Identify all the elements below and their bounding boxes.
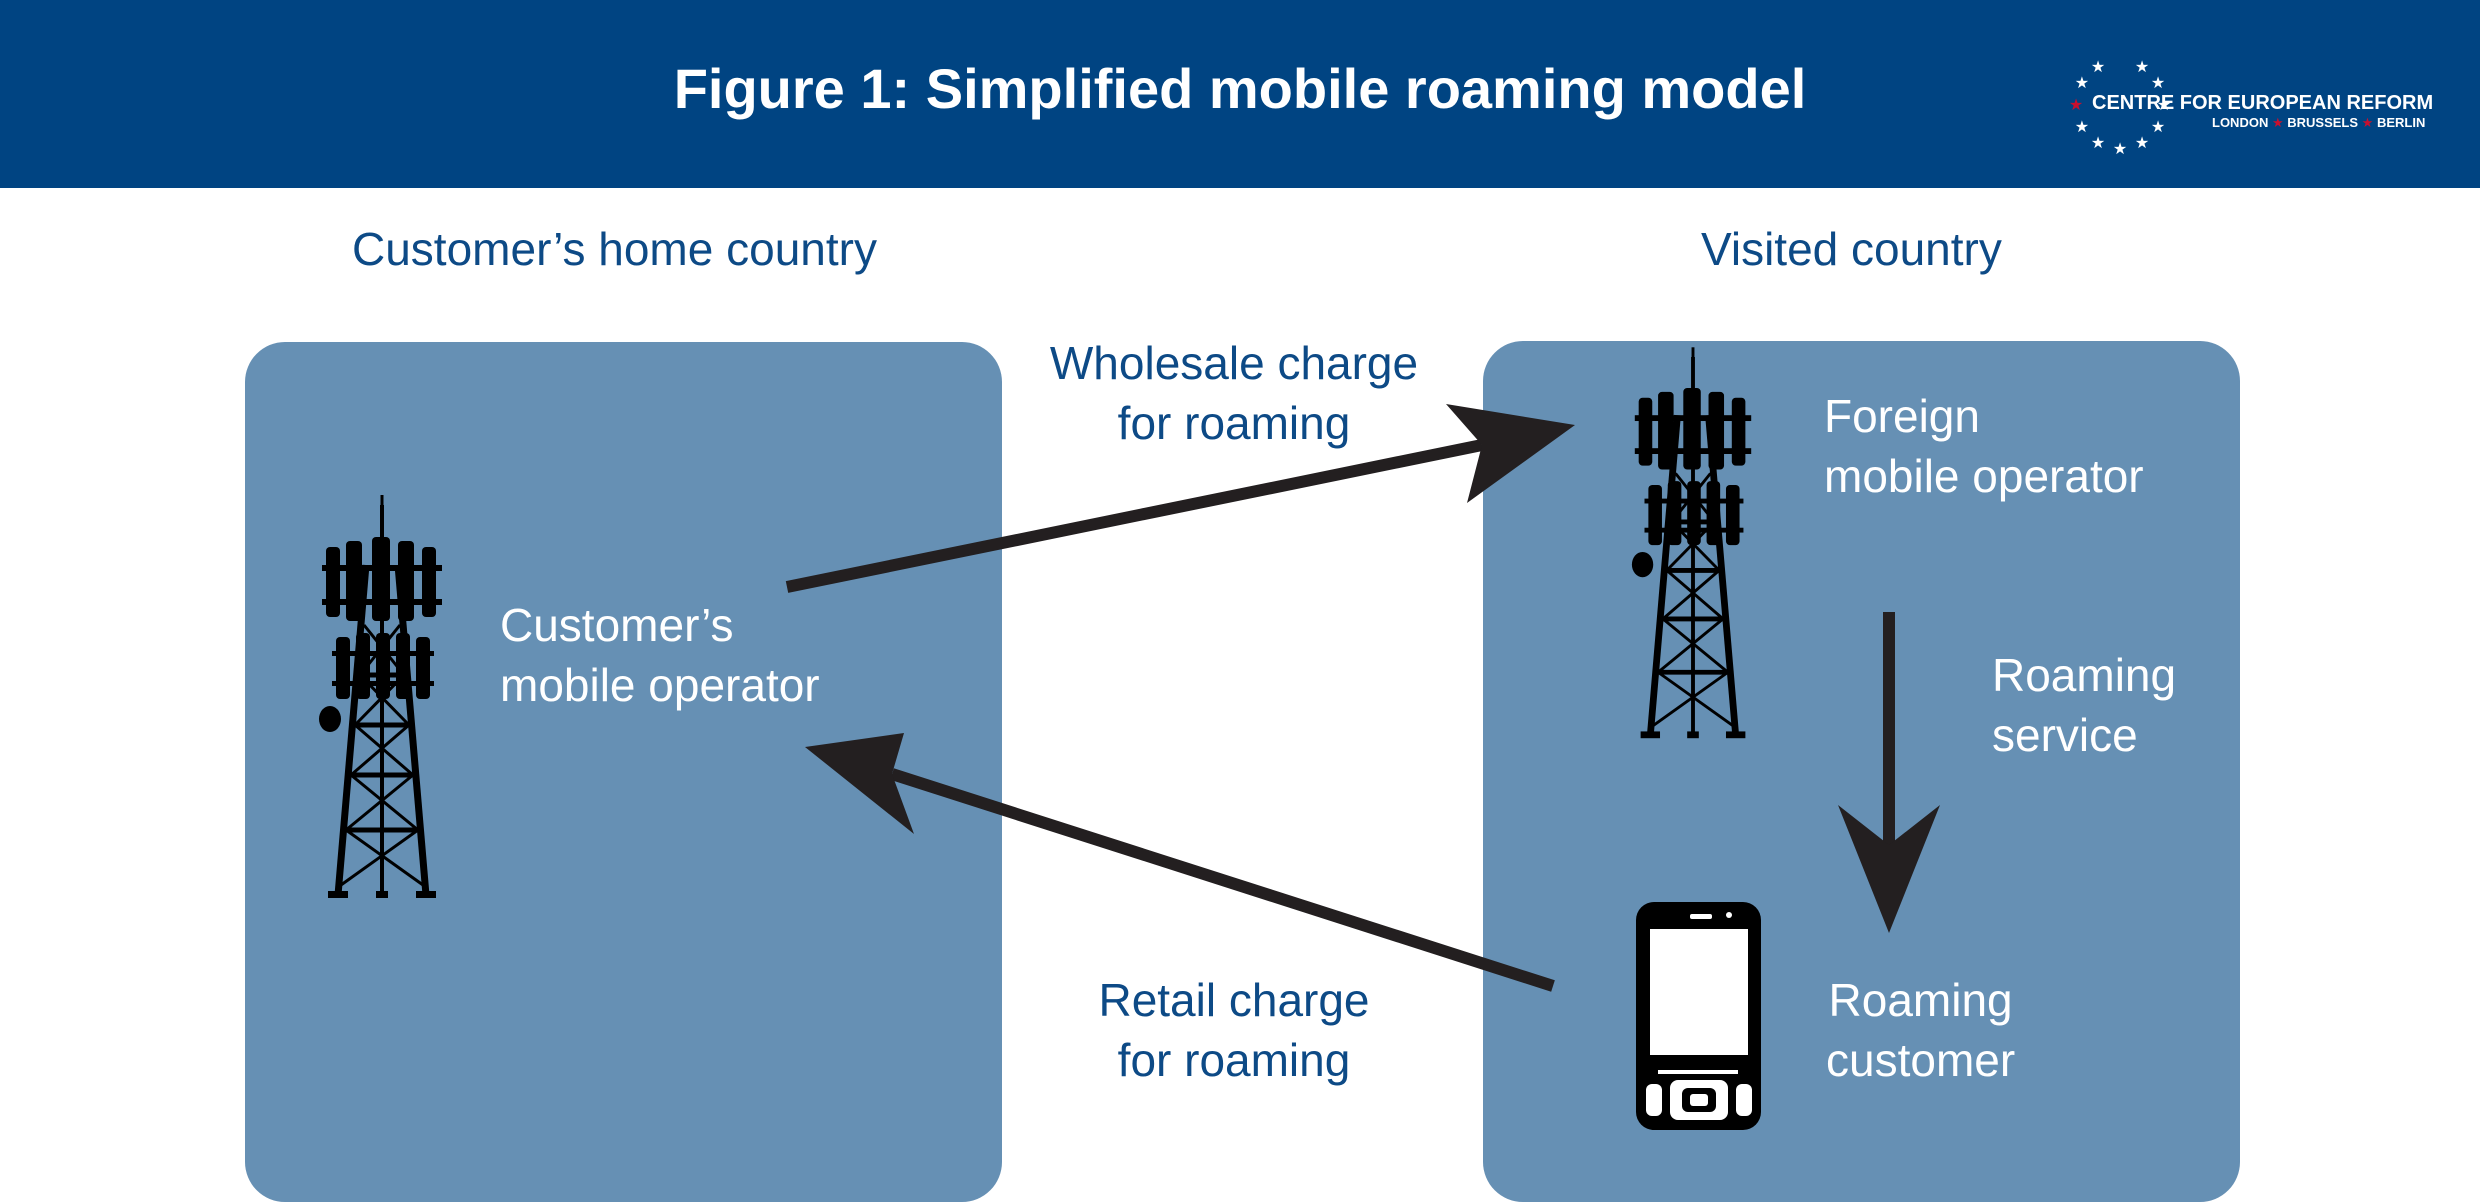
foreign-operator-line2: mobile operator: [1824, 450, 2144, 502]
visited-country-heading: Visited country: [1701, 223, 2002, 275]
foreign-tower-icon: [1632, 347, 1751, 738]
retail-charge-line1: Retail charge: [1098, 974, 1370, 1026]
logo-star-icon: ★: [2091, 57, 2105, 76]
roaming-service-line1: Roaming: [1992, 649, 2177, 701]
logo-star-icon: ★: [2113, 139, 2127, 158]
logo-star-icon: ★: [2135, 133, 2149, 152]
home-tower-icon: [319, 495, 442, 898]
logo-star-icon: ★: [2135, 57, 2149, 76]
logo-name: CENTRE FOR EUROPEAN REFORM: [2092, 92, 2434, 114]
logo-star-icon: ★: [2091, 133, 2105, 152]
home-operator-line2: mobile operator: [500, 659, 820, 711]
logo-city-berlin: BERLIN: [2376, 115, 2426, 130]
retail-charge-label: Retail charge for roaming: [1034, 970, 1434, 1090]
cer-logo-stars-icon: ★★★★★★★★★★★: [2069, 57, 2171, 158]
header-bar: [0, 0, 2480, 188]
retail-charge-line2: for roaming: [1117, 1034, 1351, 1086]
wholesale-charge-line1: Wholesale charge: [1049, 337, 1419, 389]
roaming-service-arrow: [1838, 612, 1940, 933]
roaming-customer-line2: customer: [1826, 1034, 2016, 1086]
logo-star-icon: ★: [2157, 95, 2171, 114]
roaming-service-label: Roaming service: [1992, 645, 2176, 765]
wholesale-charge-arrow: [785, 404, 1575, 593]
logo-city-brussels: BRUSSELS: [2287, 115, 2359, 130]
logo-separator-star-icon: ★: [2271, 115, 2284, 130]
mobile-phone-icon: [1636, 902, 1761, 1130]
wholesale-charge-label: Wholesale charge for roaming: [1034, 333, 1434, 453]
logo-city-london: LONDON: [2212, 115, 2269, 130]
figure-title: Figure 1: Simplified mobile roaming mode…: [673, 57, 1807, 120]
foreign-operator-label: Foreign mobile operator: [1824, 386, 2144, 506]
retail-charge-arrow: [805, 733, 1555, 992]
foreign-operator-line1: Foreign: [1824, 390, 1980, 442]
home-operator-label: Customer’s mobile operator: [500, 595, 820, 715]
home-country-heading: Customer’s home country: [352, 223, 877, 275]
visited-country-panel: [1483, 341, 2240, 1202]
wholesale-charge-line2: for roaming: [1117, 397, 1351, 449]
logo-separator-star-icon: ★: [2361, 115, 2374, 130]
logo-cities: LONDON ★ BRUSSELS ★ BERLIN: [2212, 115, 2425, 131]
logo-star-icon: ★: [2075, 73, 2089, 92]
logo-star-icon: ★: [2069, 95, 2083, 114]
roaming-service-line2: service: [1992, 709, 2138, 761]
logo-star-icon: ★: [2075, 117, 2089, 136]
roaming-customer-line1: Roaming: [1828, 974, 2013, 1026]
logo-star-icon: ★: [2151, 73, 2165, 92]
roaming-customer-label: Roaming customer: [1826, 970, 2015, 1090]
home-operator-line1: Customer’s: [500, 599, 734, 651]
logo-star-icon: ★: [2151, 117, 2165, 136]
